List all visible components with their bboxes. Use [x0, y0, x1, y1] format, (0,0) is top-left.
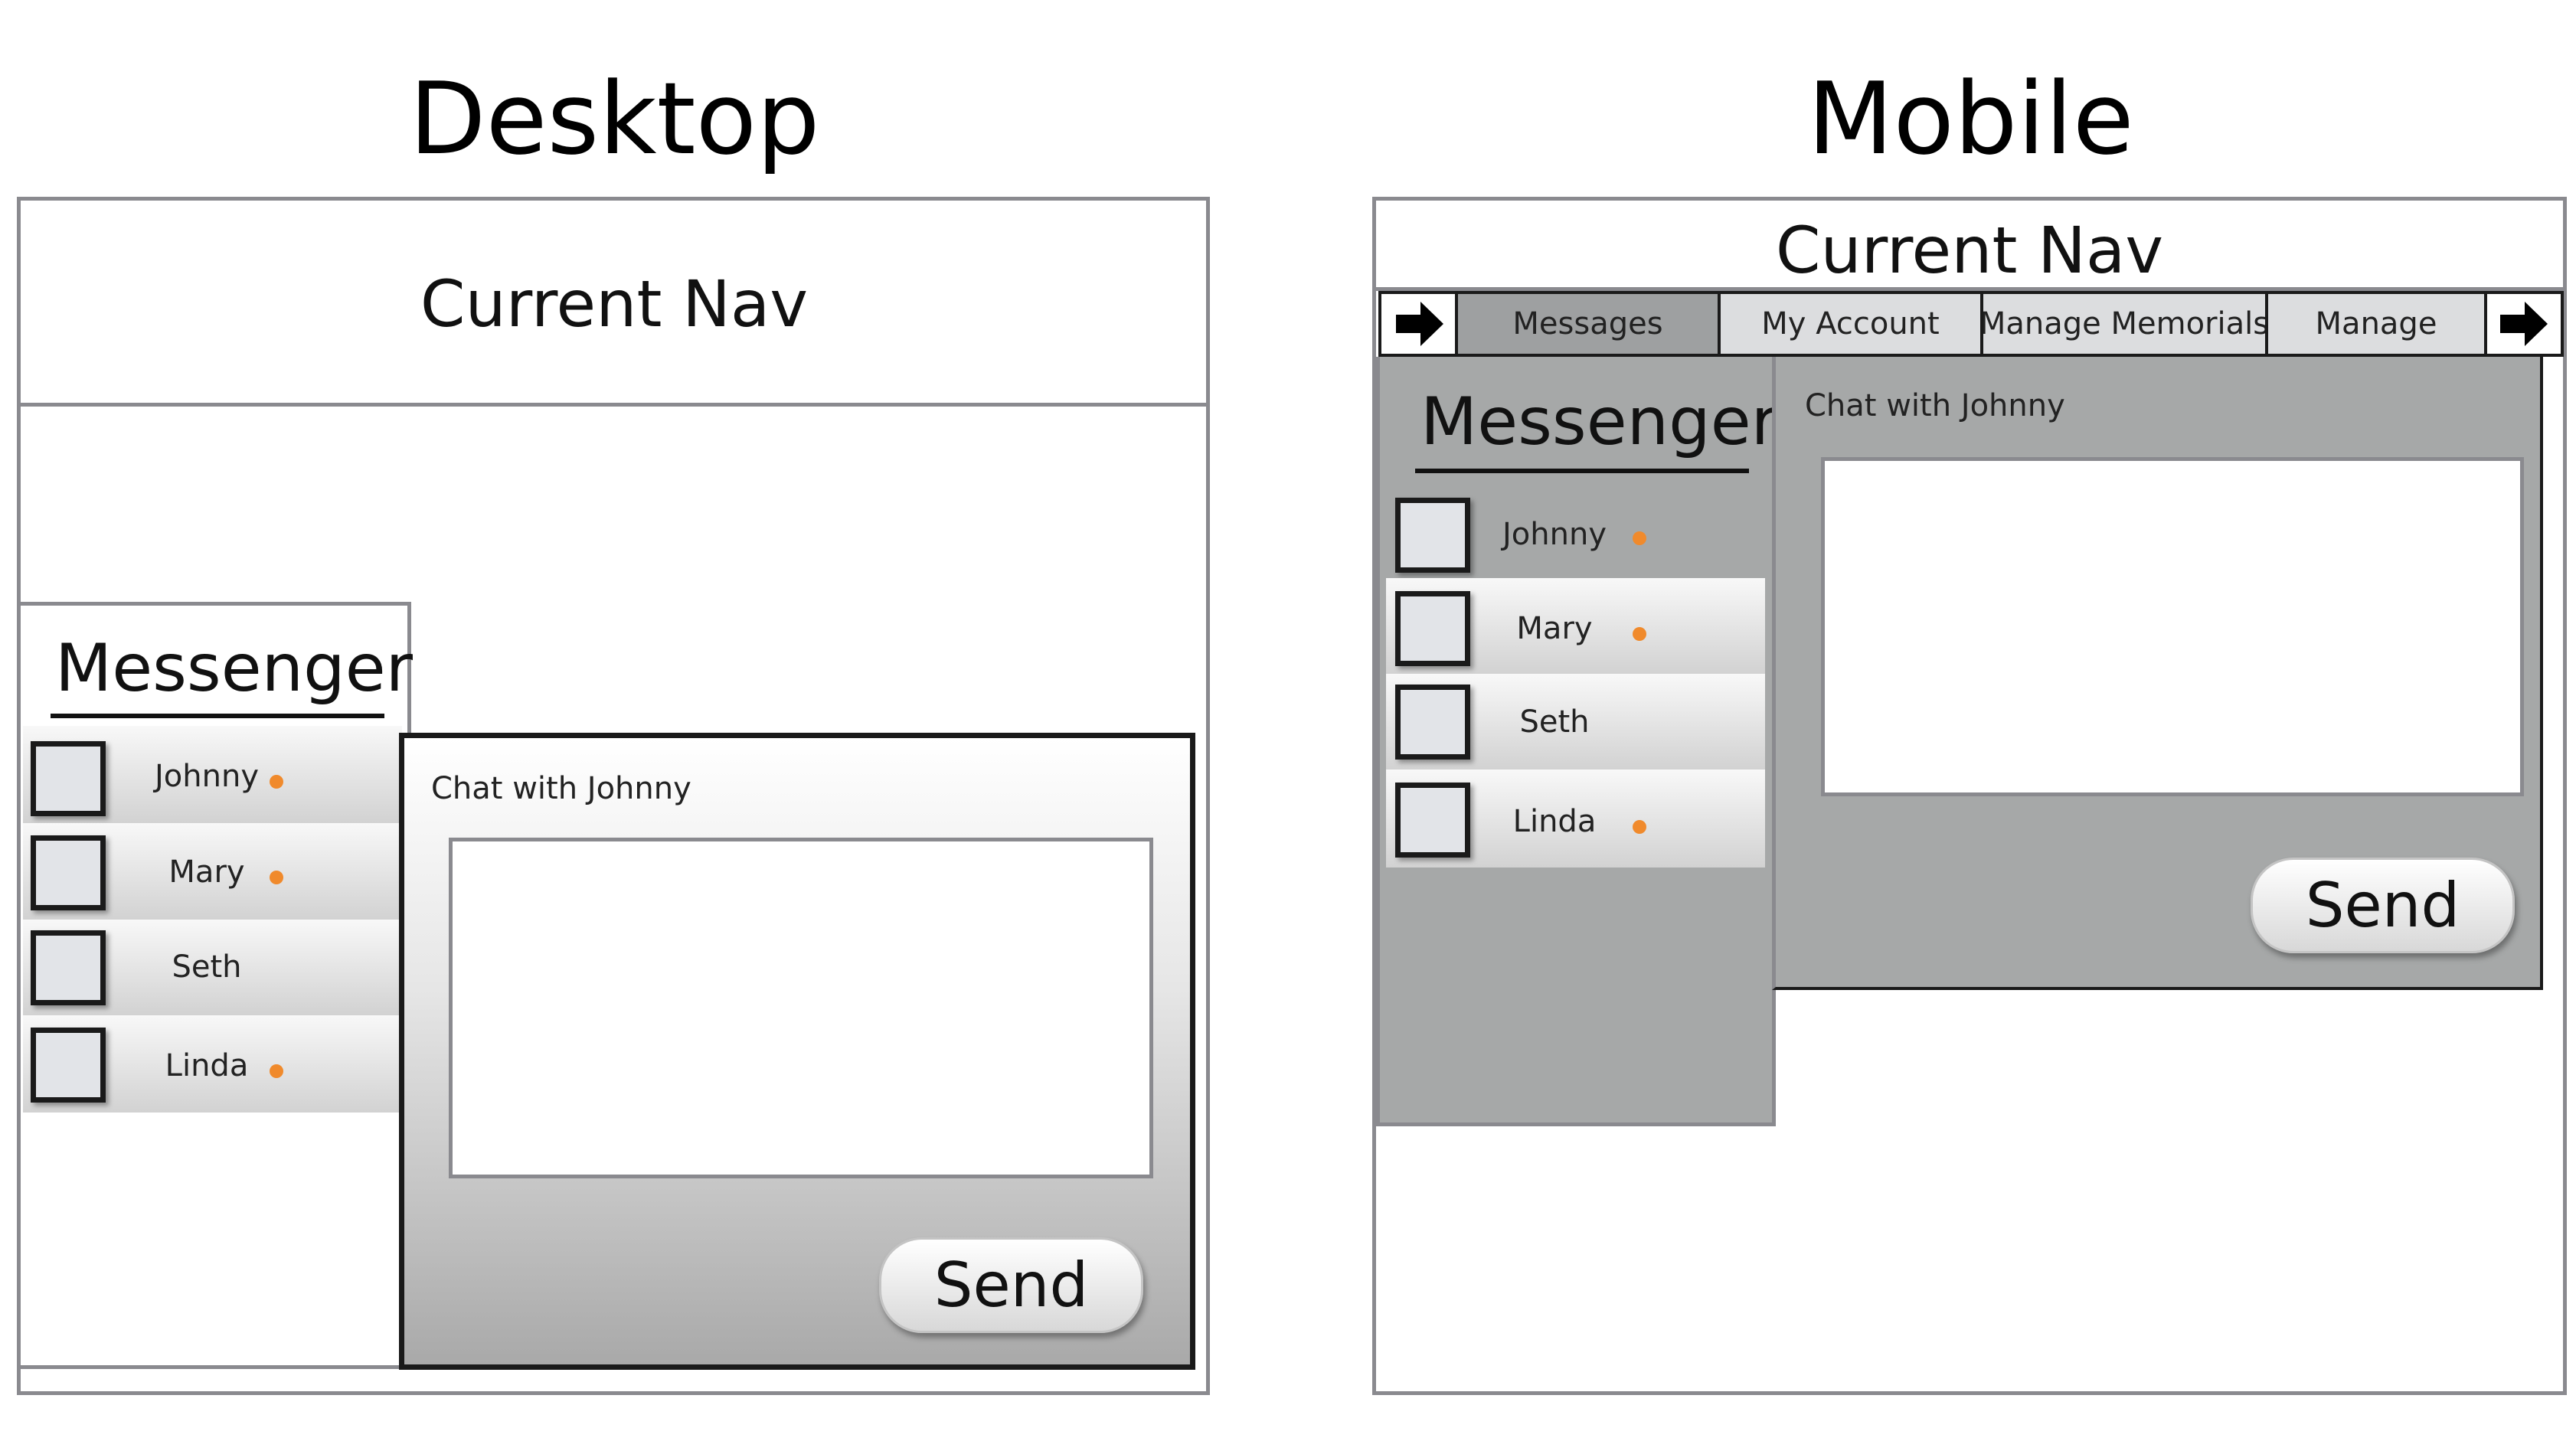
avatar — [31, 930, 106, 1005]
mobile-contact-seth[interactable]: Seth — [1386, 674, 1765, 770]
desktop-nav-title[interactable]: Current Nav — [420, 266, 809, 341]
online-status-dot — [270, 1064, 283, 1078]
desktop-contact-linda[interactable]: Linda — [23, 1015, 402, 1113]
tab-label: My Account — [1761, 306, 1940, 341]
send-button[interactable]: Send — [2251, 858, 2515, 953]
mobile-chat-window: Chat with Johnny Send — [1772, 357, 2543, 990]
mobile-contact-johnny[interactable]: Johnny — [1386, 482, 1765, 578]
contact-name: Linda — [165, 1048, 249, 1083]
chat-title: Chat with Johnny — [1805, 388, 2065, 423]
avatar — [1395, 591, 1470, 666]
contact-name: Johnny — [1502, 517, 1607, 552]
tab-my-account[interactable]: My Account — [1718, 291, 1983, 357]
contact-name: Johnny — [155, 759, 259, 794]
avatar — [1395, 783, 1470, 858]
avatar — [31, 835, 106, 910]
online-status-dot — [1633, 531, 1646, 545]
desktop-messenger-title: Messenger — [55, 630, 413, 707]
mobile-messenger-underline — [1415, 469, 1749, 473]
tab-manage-memorials[interactable]: Manage Memorials — [1980, 291, 2268, 357]
contact-name: Mary — [1516, 611, 1593, 646]
desktop-contact-mary[interactable]: Mary — [23, 823, 402, 920]
message-input[interactable] — [1821, 457, 2524, 796]
online-status-dot — [1633, 820, 1646, 834]
tabs-prev-button[interactable] — [1378, 291, 1458, 357]
tab-manage[interactable]: Manage — [2265, 291, 2487, 357]
chat-title: Chat with Johnny — [431, 771, 691, 806]
contact-name: Seth — [172, 949, 242, 985]
mobile-messenger-title: Messenger — [1420, 384, 1778, 460]
online-status-dot — [1633, 627, 1646, 641]
avatar — [1395, 685, 1470, 760]
tab-label: Messages — [1512, 306, 1663, 341]
avatar — [31, 741, 106, 816]
desktop-heading: Desktop — [409, 60, 820, 177]
desktop-contact-seth[interactable]: Seth — [23, 920, 402, 1015]
tab-label: Manage — [2315, 306, 2437, 341]
desktop-nav-divider — [21, 403, 1208, 407]
tab-label: Manage Memorials — [1980, 306, 2268, 341]
contact-name: Mary — [168, 854, 245, 890]
arrow-right-icon — [1396, 302, 1443, 346]
contact-name: Linda — [1512, 804, 1597, 839]
mobile-nav-divider — [1376, 287, 2563, 291]
mobile-contact-linda[interactable]: Linda — [1386, 770, 1765, 868]
avatar — [31, 1028, 106, 1103]
desktop-contact-johnny[interactable]: Johnny — [23, 726, 402, 823]
arrow-right-icon — [2500, 302, 2548, 346]
online-status-dot — [270, 871, 283, 884]
send-button[interactable]: Send — [879, 1237, 1143, 1333]
tab-messages[interactable]: Messages — [1455, 291, 1721, 357]
avatar — [1395, 498, 1470, 573]
contact-name: Seth — [1519, 704, 1590, 740]
tabs-next-button[interactable] — [2484, 291, 2564, 357]
online-status-dot — [270, 775, 283, 789]
mobile-contact-mary[interactable]: Mary — [1386, 578, 1765, 674]
mobile-nav-title[interactable]: Current Nav — [1775, 213, 2164, 288]
message-input[interactable] — [449, 838, 1153, 1178]
mobile-heading: Mobile — [1807, 60, 2134, 177]
desktop-chat-window: Chat with Johnny Send — [399, 733, 1195, 1370]
desktop-messenger-underline — [51, 714, 384, 718]
